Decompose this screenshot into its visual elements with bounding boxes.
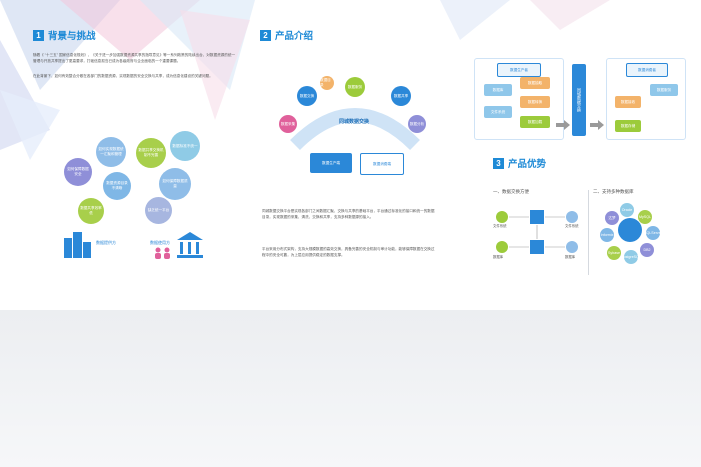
platform-label: 同城数据交换 bbox=[338, 119, 369, 125]
advantage-1-title: 一、数据交换方便 bbox=[493, 189, 529, 194]
database-node: 达梦 bbox=[605, 211, 619, 225]
producer-side-button: 数据生产端 bbox=[310, 153, 352, 173]
database-node: MySQL bbox=[638, 210, 652, 224]
consumer-label: 数据使用方 bbox=[150, 240, 170, 245]
challenge-bubble: 如何保障数据安全 bbox=[64, 158, 92, 186]
section-number: 1 bbox=[33, 29, 44, 41]
producer-title: 数据生产者 bbox=[497, 63, 541, 77]
section-title: 产品优势 bbox=[508, 159, 547, 170]
database-node: PostgreSQL bbox=[621, 250, 641, 264]
divider bbox=[588, 190, 589, 275]
challenge-bubble: 数据标准不统一 bbox=[170, 131, 200, 161]
database-node: SQLServer bbox=[644, 226, 662, 240]
background-paragraph-1: 随着《 “十三五” 国家信息化规划》，《关于进一步加强数据资源共享的指导意见》等… bbox=[33, 53, 236, 64]
section-3-heading: 3 产品优势 bbox=[493, 156, 546, 170]
provider-label: 数据提供方 bbox=[96, 240, 116, 245]
database-node: Sybase bbox=[607, 246, 621, 260]
challenge-bubble: 数据共享效率低 bbox=[78, 198, 104, 224]
section-2-heading: 2 产品介绍 bbox=[260, 28, 313, 42]
section-title: 产品介绍 bbox=[275, 31, 314, 42]
advantage-2-title: 二、支持多种数据库 bbox=[593, 189, 634, 194]
source-box: 文件系统 bbox=[484, 106, 512, 118]
exchange-label: 文件系统 bbox=[493, 224, 507, 228]
node-circle: 数据分析 bbox=[408, 115, 426, 133]
product-paragraph-1: 同城数据交换平台是实现各部门之间数据汇聚、交换与共享的基础平台，平台通过标准化的… bbox=[262, 209, 435, 220]
section-title: 背景与挑战 bbox=[48, 31, 96, 42]
decorative-triangles bbox=[0, 0, 255, 160]
buildings-icon bbox=[64, 232, 91, 258]
exchange-mini-diagram bbox=[496, 210, 578, 254]
section-1-heading: 1 背景与挑战 bbox=[33, 28, 96, 42]
platform-arc bbox=[290, 108, 420, 150]
product-paragraph-2: 平台采用分布式架构，支持大规模数据的高效交换，具备完善的安全机制与审计功能，能够… bbox=[262, 247, 435, 258]
database-hub-icon bbox=[618, 218, 642, 242]
arrow-right-icon bbox=[590, 120, 604, 130]
institution-icon bbox=[177, 232, 203, 258]
exchange-label: 数据库 bbox=[565, 255, 576, 259]
challenge-bubble: 数据资源目录不清晰 bbox=[103, 172, 131, 200]
section-number: 3 bbox=[493, 157, 504, 169]
people-icon bbox=[155, 247, 170, 259]
section-number: 2 bbox=[260, 29, 271, 41]
decorative-triangles-right bbox=[440, 0, 610, 40]
node-circle: 数据交换 bbox=[297, 86, 317, 106]
database-node: DB2 bbox=[640, 243, 654, 257]
document-page: 1 背景与挑战 随着《 “十三五” 国家信息化规划》，《关于进一步加强数据资源共… bbox=[0, 0, 701, 310]
node-circle: 数据服务 bbox=[345, 77, 365, 97]
target-box: 数据存储 bbox=[615, 120, 641, 132]
database-node: Informix bbox=[600, 228, 614, 242]
page-shadow bbox=[0, 310, 701, 467]
database-node: Oracle bbox=[620, 203, 634, 217]
node-circle: 数据目录 bbox=[320, 76, 334, 90]
consumer-title: 数据消费者 bbox=[626, 63, 668, 77]
exchange-label: 文件系统 bbox=[565, 224, 579, 228]
node-circle: 数据采集 bbox=[279, 115, 297, 133]
target-box: 数据接收 bbox=[615, 96, 641, 108]
producer-panel bbox=[474, 58, 564, 140]
consumer-side-button: 数据消费端 bbox=[360, 153, 404, 175]
challenge-bubble: 缺乏统一平台 bbox=[145, 197, 172, 224]
background-paragraph-2: 在此背景下，如何有效整合分散在各部门的数据资源，实现数据的安全交换与共享，成为信… bbox=[33, 74, 213, 78]
process-box: 数据加载 bbox=[520, 116, 550, 128]
challenge-bubble: 数据共享交换机制不完善 bbox=[136, 138, 166, 168]
exchange-center-bar: 同城数据交换 bbox=[572, 64, 586, 136]
process-box: 数据转换 bbox=[520, 96, 550, 108]
target-box: 数据服务 bbox=[650, 84, 678, 96]
process-box: 数据抽取 bbox=[520, 77, 550, 89]
challenge-bubble: 如何实现数据统一汇聚和管理 bbox=[96, 137, 126, 167]
exchange-label: 数据库 bbox=[493, 255, 504, 259]
node-circle: 数据共享 bbox=[391, 86, 411, 106]
consumer-panel bbox=[606, 58, 686, 140]
challenge-bubble: 如何保障数据质量 bbox=[159, 168, 191, 200]
source-box: 数据库 bbox=[484, 84, 512, 96]
arrow-right-icon bbox=[556, 120, 570, 130]
